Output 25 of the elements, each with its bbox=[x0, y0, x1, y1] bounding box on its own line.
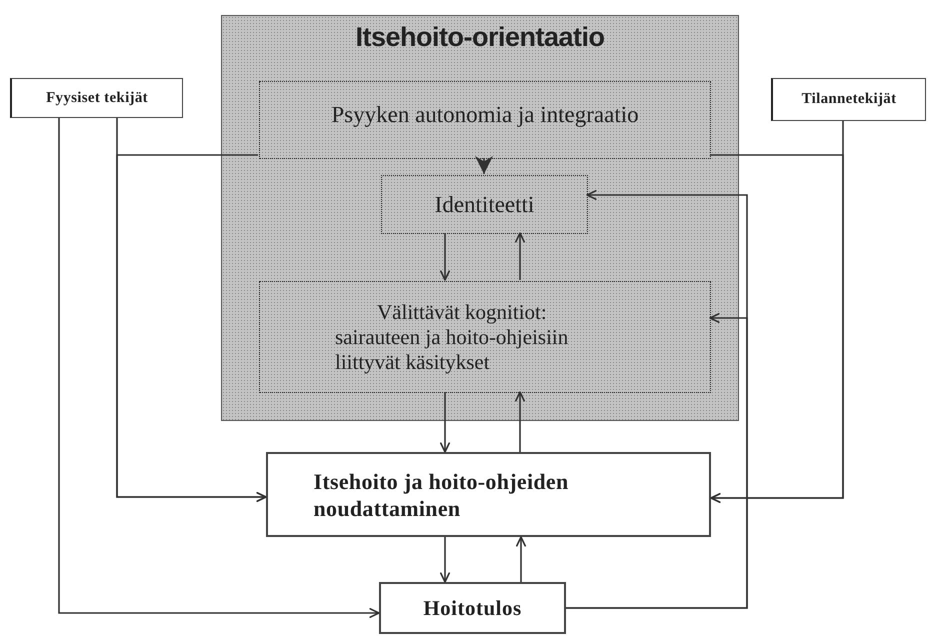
node-label: Identiteetti bbox=[434, 192, 534, 218]
node-label: Hoitotulos bbox=[423, 596, 522, 620]
arrow bbox=[514, 232, 526, 280]
arrow bbox=[475, 156, 493, 174]
process-box bbox=[379, 582, 566, 634]
process-box bbox=[259, 81, 711, 159]
group-panel bbox=[221, 15, 739, 421]
factor-box bbox=[10, 78, 183, 118]
arrow bbox=[516, 536, 526, 582]
group-title: Itsehoito-orientaatio bbox=[355, 22, 604, 53]
process-box bbox=[266, 452, 711, 537]
node-label: Psyyken autonomia ja integraatio bbox=[331, 102, 639, 128]
arrow bbox=[440, 392, 450, 453]
factor-box bbox=[771, 78, 926, 121]
node-label: Tilannetekijät bbox=[802, 91, 896, 108]
node-label: Välittävät kognitiot: sairauteen ja hoito-ohjeisiin liittyvät käsitykset bbox=[335, 300, 570, 374]
arrow bbox=[514, 391, 526, 452]
arrow bbox=[566, 312, 748, 609]
node-label: Fyysiset tekijät bbox=[46, 90, 148, 106]
node-label: Itsehoito ja hoito-ohjeiden noudattaminen bbox=[314, 468, 570, 522]
arrow bbox=[440, 537, 450, 583]
process-box bbox=[259, 281, 711, 393]
process-box bbox=[381, 175, 588, 234]
arrow bbox=[58, 118, 380, 618]
arrow bbox=[440, 233, 450, 281]
